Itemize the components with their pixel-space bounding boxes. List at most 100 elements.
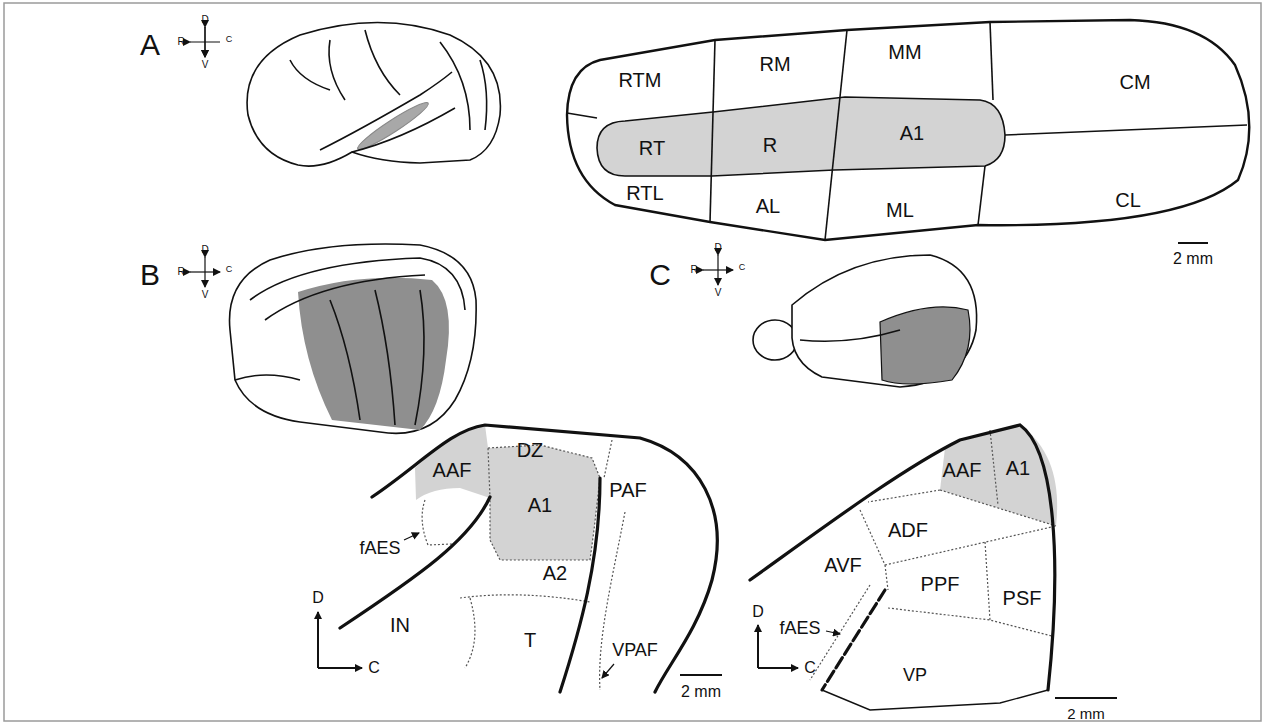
axis-arrow: [317, 612, 319, 668]
area-label: RTM: [619, 70, 662, 90]
sulcus: [375, 290, 395, 425]
sulcus: [415, 290, 424, 425]
area-label: A1: [528, 495, 552, 515]
compass-label: V: [715, 288, 722, 298]
leader-arrow: [404, 533, 419, 540]
brain-outline: [792, 255, 977, 387]
area-label: RM: [759, 54, 790, 74]
sulcus: [290, 60, 330, 90]
scale-label: 2 mm: [1173, 251, 1213, 267]
sulcus: [480, 60, 487, 130]
sulcus-line: [822, 590, 885, 690]
area-label: CL: [1115, 190, 1141, 210]
area-label: AAF: [433, 460, 472, 480]
dotted-boundary: [860, 510, 885, 565]
cat-brain: [230, 244, 477, 433]
area-boundary: [990, 22, 993, 100]
sulcus: [265, 275, 425, 320]
compass-label: C: [226, 35, 233, 44]
scale-label: 2 mm: [1067, 706, 1105, 721]
axis-arrow: [758, 667, 798, 669]
scale-label: 2 mm: [681, 684, 721, 700]
area-label: T: [524, 630, 536, 650]
area-label: PAF: [609, 480, 646, 500]
sulcus: [235, 375, 300, 380]
sulcus-line: [560, 478, 600, 692]
axis-label: D: [312, 590, 324, 606]
dotted-boundary: [604, 440, 612, 478]
cortex-outline: [372, 425, 717, 692]
area-boundary: [567, 113, 597, 118]
compass-label: R: [177, 37, 184, 47]
compass-arrows: [204, 257, 205, 287]
auditory-cortex-patch: [298, 278, 449, 430]
area-label: R: [763, 135, 777, 155]
area-label: fAES: [359, 539, 400, 557]
leader-arrow: [602, 664, 614, 678]
sulcus: [250, 258, 465, 310]
compass-label: V: [202, 60, 209, 70]
sulcus: [352, 108, 455, 152]
area-label: IN: [390, 615, 410, 635]
area-boundary: [825, 30, 847, 240]
area-label: AL: [756, 196, 780, 216]
sulcus: [365, 30, 400, 95]
area-label: DZ: [517, 440, 544, 460]
area-label: ADF: [888, 520, 928, 540]
sulcus: [440, 42, 470, 130]
compass-arrows: [204, 27, 205, 57]
compass-label: D: [714, 243, 721, 253]
compass-arrows: [717, 255, 718, 285]
sulcus: [320, 72, 452, 150]
dotted-boundary: [940, 490, 1056, 526]
area-label: VPAF: [612, 641, 658, 659]
dotted-boundary: [422, 500, 452, 545]
area-label: PSF: [1003, 588, 1042, 608]
rodent-brain: [753, 255, 977, 387]
sulcus: [330, 300, 360, 420]
axis-label: C: [804, 660, 816, 676]
area-label: A2: [543, 563, 567, 583]
dotted-boundary: [990, 430, 998, 505]
auditory-cortex-patch: [880, 307, 970, 384]
compass-label: C: [226, 265, 233, 274]
map-outline: [567, 20, 1249, 240]
area-label: RTL: [626, 183, 663, 203]
brain-outline: [247, 23, 500, 167]
panel-letter: B: [140, 260, 160, 290]
figure-frame: [4, 3, 1261, 721]
area-label: PPF: [921, 574, 960, 594]
brain-outline: [230, 244, 477, 433]
rodent-auditory-map: [750, 425, 1117, 710]
area-boundary: [1005, 125, 1247, 135]
area-label: A1: [900, 123, 924, 143]
compass-label: C: [739, 263, 746, 272]
scale-bar: [1178, 242, 1208, 244]
compass-label: D: [201, 245, 208, 255]
area-label: AVF: [824, 555, 861, 575]
axis-label: D: [752, 604, 764, 620]
core-region: [597, 97, 1005, 176]
ventral-outline: [822, 690, 1048, 710]
olfactory-bulb: [753, 320, 797, 360]
area-boundary: [978, 166, 985, 225]
primate-auditory-map: [567, 20, 1249, 243]
compass-label: R: [177, 267, 184, 277]
dotted-boundary: [888, 608, 1052, 636]
sulcus: [329, 40, 345, 100]
area-label: RT: [639, 138, 665, 158]
panel-letter: C: [649, 260, 671, 290]
monkey-brain: [247, 23, 500, 167]
area-label: VP: [903, 666, 927, 684]
cat-auditory-map: [318, 425, 722, 692]
axis-label: C: [368, 660, 380, 676]
a1-region: [488, 445, 600, 560]
sulcus-line: [340, 497, 490, 628]
dotted-boundary: [885, 565, 888, 590]
area-label: fAES: [779, 619, 820, 637]
cortex-outline: [750, 425, 1055, 690]
dotted-boundary: [465, 598, 475, 668]
